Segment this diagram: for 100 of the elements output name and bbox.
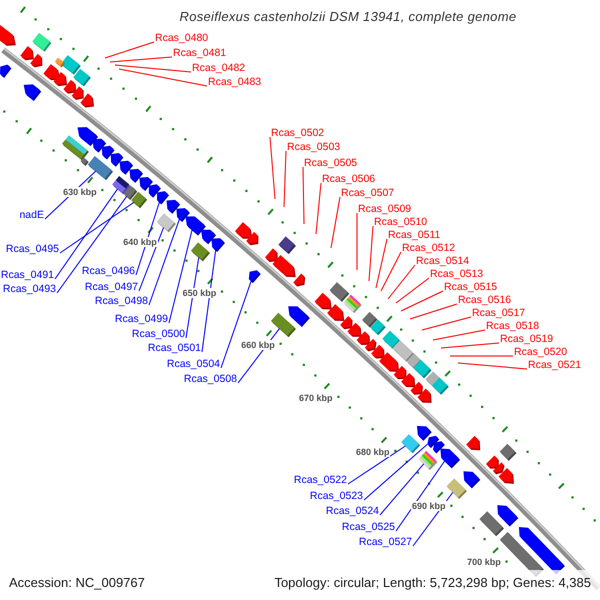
gene-label: Rcas_0497 [84, 282, 138, 293]
leader-line [186, 256, 200, 338]
tick-label: 640 kbp [122, 237, 158, 248]
gene-label: Rcas_0523 [310, 491, 363, 502]
gene-label: Rcas_0507 [341, 188, 394, 199]
gene-label: Rcas_0501 [148, 343, 201, 354]
tick-label: 700 kbp [466, 556, 502, 567]
gene-feature [364, 338, 377, 352]
gene-feature [347, 322, 362, 337]
gene-label: Rcas_0514 [416, 256, 470, 267]
tick-label: 690 kbp [410, 501, 447, 512]
leader-line [396, 278, 430, 304]
leader-line [110, 56, 172, 62]
gene-label: Rcas_0503 [287, 142, 340, 153]
gene-feature [157, 191, 170, 204]
leader-line [104, 42, 154, 58]
gene-label: Rcas_0498 [94, 296, 148, 307]
gene-label: Rcas_0510 [374, 217, 428, 228]
gene-feature [492, 462, 505, 474]
gene-label: Rcas_0506 [322, 174, 376, 185]
gene-block [54, 58, 65, 68]
gene-block [278, 236, 296, 254]
leader-line [380, 252, 402, 292]
gene-label: Rcas_0517 [472, 308, 526, 319]
gene-feature [272, 255, 296, 278]
gene-label: Rcas_0513 [430, 269, 484, 280]
gene-label: Rcas_0481 [173, 48, 226, 59]
gene-feature [314, 292, 332, 310]
gene-block [413, 360, 432, 378]
leader-line [114, 64, 192, 72]
genome-summary-label: Topology: circular; Length: 5,723,298 bp; Genes: 4,385 [274, 575, 591, 590]
gene-block [418, 450, 438, 470]
leader-line [56, 196, 128, 294]
gene-feature [0, 24, 16, 46]
gene-label: Rcas_0504 [166, 359, 220, 370]
gene-label: Rcas_0482 [192, 63, 246, 74]
gene-label: Rcas_0500 [132, 329, 185, 340]
gene-label: Rcas_0527 [358, 537, 412, 548]
gene-feature [293, 274, 306, 286]
leader-line [348, 446, 406, 484]
gene-feature [394, 366, 406, 380]
gene-label: Rcas_0499 [114, 314, 168, 325]
gene-feature [53, 72, 68, 86]
gene-block [330, 282, 350, 302]
leader-line [302, 166, 304, 224]
gene-feature [327, 304, 344, 321]
gene-feature [416, 426, 432, 441]
gene-feature [463, 471, 480, 488]
gene-label: Rcas_0525 [342, 522, 395, 533]
gene-block [270, 312, 296, 338]
leader-line [440, 342, 500, 348]
gene-feature [379, 352, 400, 372]
gene-label: Rcas_0495 [6, 244, 59, 255]
gene-block [500, 444, 517, 461]
gene-feature [264, 248, 278, 262]
gene-block [446, 478, 467, 500]
leader-line [432, 330, 486, 340]
gene-feature [80, 93, 94, 108]
gene-block [190, 242, 210, 262]
gene-label: Rcas_0518 [486, 321, 540, 332]
leader-line [376, 238, 388, 288]
leader-line [364, 444, 428, 500]
gene-label: Rcas_0483 [208, 77, 262, 88]
gene-label: Rcas_0511 [388, 230, 440, 241]
gene-feature [211, 238, 225, 252]
tick-label: 650 kbp [182, 288, 218, 298]
gene-feature [410, 382, 423, 395]
gene-label: Rcas_0502 [271, 128, 324, 139]
gene-block [370, 320, 386, 336]
gene-feature [248, 270, 261, 284]
gene-block [88, 156, 114, 180]
gene-feature [185, 216, 206, 236]
leader-line [220, 280, 252, 368]
map-title: Roseiflexus castenholzii DSM 13941, complete genome [180, 9, 516, 24]
gene-feature [30, 54, 42, 68]
gene-block [401, 434, 420, 454]
gene-feature [246, 232, 258, 246]
gene-feature [234, 222, 252, 239]
leader-line [54, 188, 118, 280]
gene-label: Rcas_0524 [326, 506, 379, 517]
leader-line [396, 460, 446, 532]
leader-line [356, 212, 358, 270]
leader-line [60, 202, 134, 254]
gene-feature [0, 64, 12, 78]
gene-block [156, 213, 176, 232]
tick-label: 670 kbp [298, 392, 334, 403]
gene-feature [371, 344, 385, 358]
gene-feature [401, 372, 416, 388]
leader-line [270, 136, 276, 200]
gene-feature [466, 436, 480, 450]
leader-line [138, 226, 164, 292]
gene-label: Rcas_0508 [184, 374, 237, 385]
gene-feature [498, 468, 514, 484]
leader-line [168, 229, 193, 324]
leader-line [118, 68, 208, 86]
leader-line [380, 463, 424, 516]
gene-feature [20, 46, 34, 60]
gene-feature [288, 306, 310, 327]
gene-block [32, 32, 52, 52]
gene-feature [440, 448, 460, 468]
